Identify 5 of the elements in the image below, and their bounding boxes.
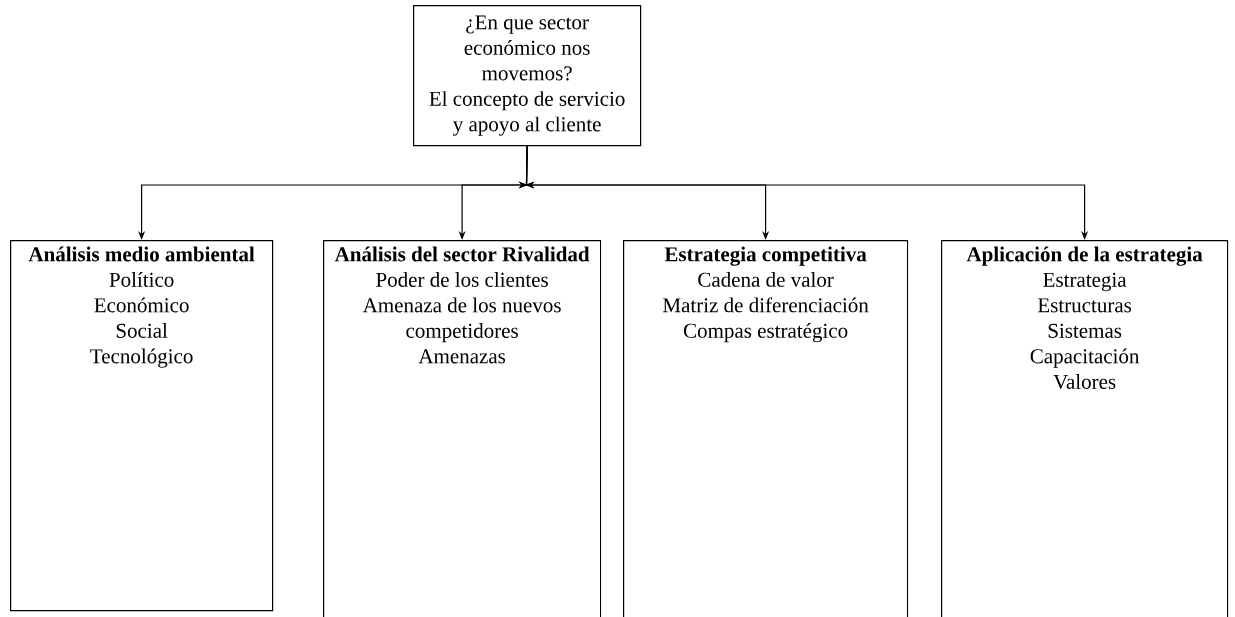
category-box: Aplicación de la estrategia Estrategia Estructuras Sistemas Capacitación Valores [941, 240, 1229, 617]
heading-box: ¿En que sector económico nos movemos? El concepto de servicio y apoyo al cliente [413, 5, 642, 147]
category-box: Estrategia competitiva Cadena de valor Matriz de diferenciación Compas estratégico [623, 240, 909, 617]
category-box: Análisis medio ambiental Político Económico Social Tecnológico [10, 240, 274, 612]
category-box: Análisis del sector Rivalidad Poder de los clientes Amenaza de los nuevos competidores Amenazas [323, 240, 602, 617]
